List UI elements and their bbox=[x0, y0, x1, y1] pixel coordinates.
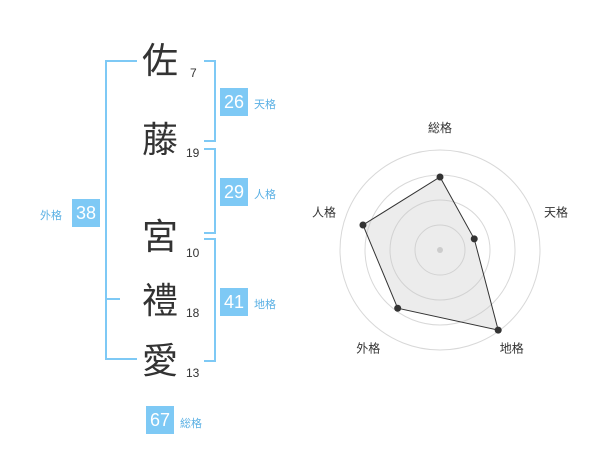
jinkaku-badge: 29 bbox=[220, 178, 248, 206]
radar-point-2 bbox=[470, 235, 478, 243]
name-char-4: 禮 bbox=[142, 281, 179, 322]
radar-point-5 bbox=[359, 221, 367, 229]
radar-point-1 bbox=[436, 173, 444, 181]
chikaku-label: 地格 bbox=[254, 298, 276, 311]
tenkaku-badge: 26 bbox=[220, 88, 248, 116]
outer-bracket bbox=[105, 60, 137, 360]
gaikaku-label: 外格 bbox=[40, 209, 62, 222]
tenkaku-label: 天格 bbox=[254, 98, 276, 111]
jinkaku-bracket bbox=[204, 148, 216, 234]
jinkaku-label: 人格 bbox=[254, 188, 276, 201]
radar-point-4 bbox=[394, 304, 402, 312]
stroke-count-1: 7 bbox=[190, 66, 197, 80]
name-char-1: 佐 bbox=[142, 41, 179, 82]
name-char-2: 藤 bbox=[142, 120, 179, 161]
chikaku-badge: 41 bbox=[220, 288, 248, 316]
radar-point-3 bbox=[494, 326, 502, 334]
radar-axis-label-4: 外格 bbox=[356, 341, 380, 356]
radar-series-polygon bbox=[362, 176, 499, 331]
radar-axis-label-1: 総格 bbox=[428, 120, 452, 135]
tenkaku-bracket bbox=[204, 60, 216, 142]
soukaku-label: 総格 bbox=[180, 417, 202, 430]
chikaku-bracket bbox=[204, 238, 216, 362]
gaikaku-badge: 38 bbox=[72, 199, 100, 227]
stroke-count-2: 19 bbox=[186, 146, 200, 160]
outer-bracket-mid-tick bbox=[105, 298, 120, 300]
stroke-count-4: 18 bbox=[186, 306, 200, 320]
stroke-count-3: 10 bbox=[186, 246, 200, 260]
soukaku-badge: 67 bbox=[146, 406, 174, 434]
name-char-3: 宮 bbox=[142, 217, 179, 258]
name-char-5: 愛 bbox=[142, 341, 179, 382]
radar-axis-label-3: 地格 bbox=[500, 341, 524, 356]
radar-axis-label-5: 人格 bbox=[312, 204, 336, 219]
radar-center-dot bbox=[437, 247, 443, 253]
stroke-count-5: 13 bbox=[186, 366, 200, 380]
radar-axis-label-2: 天格 bbox=[544, 204, 568, 219]
